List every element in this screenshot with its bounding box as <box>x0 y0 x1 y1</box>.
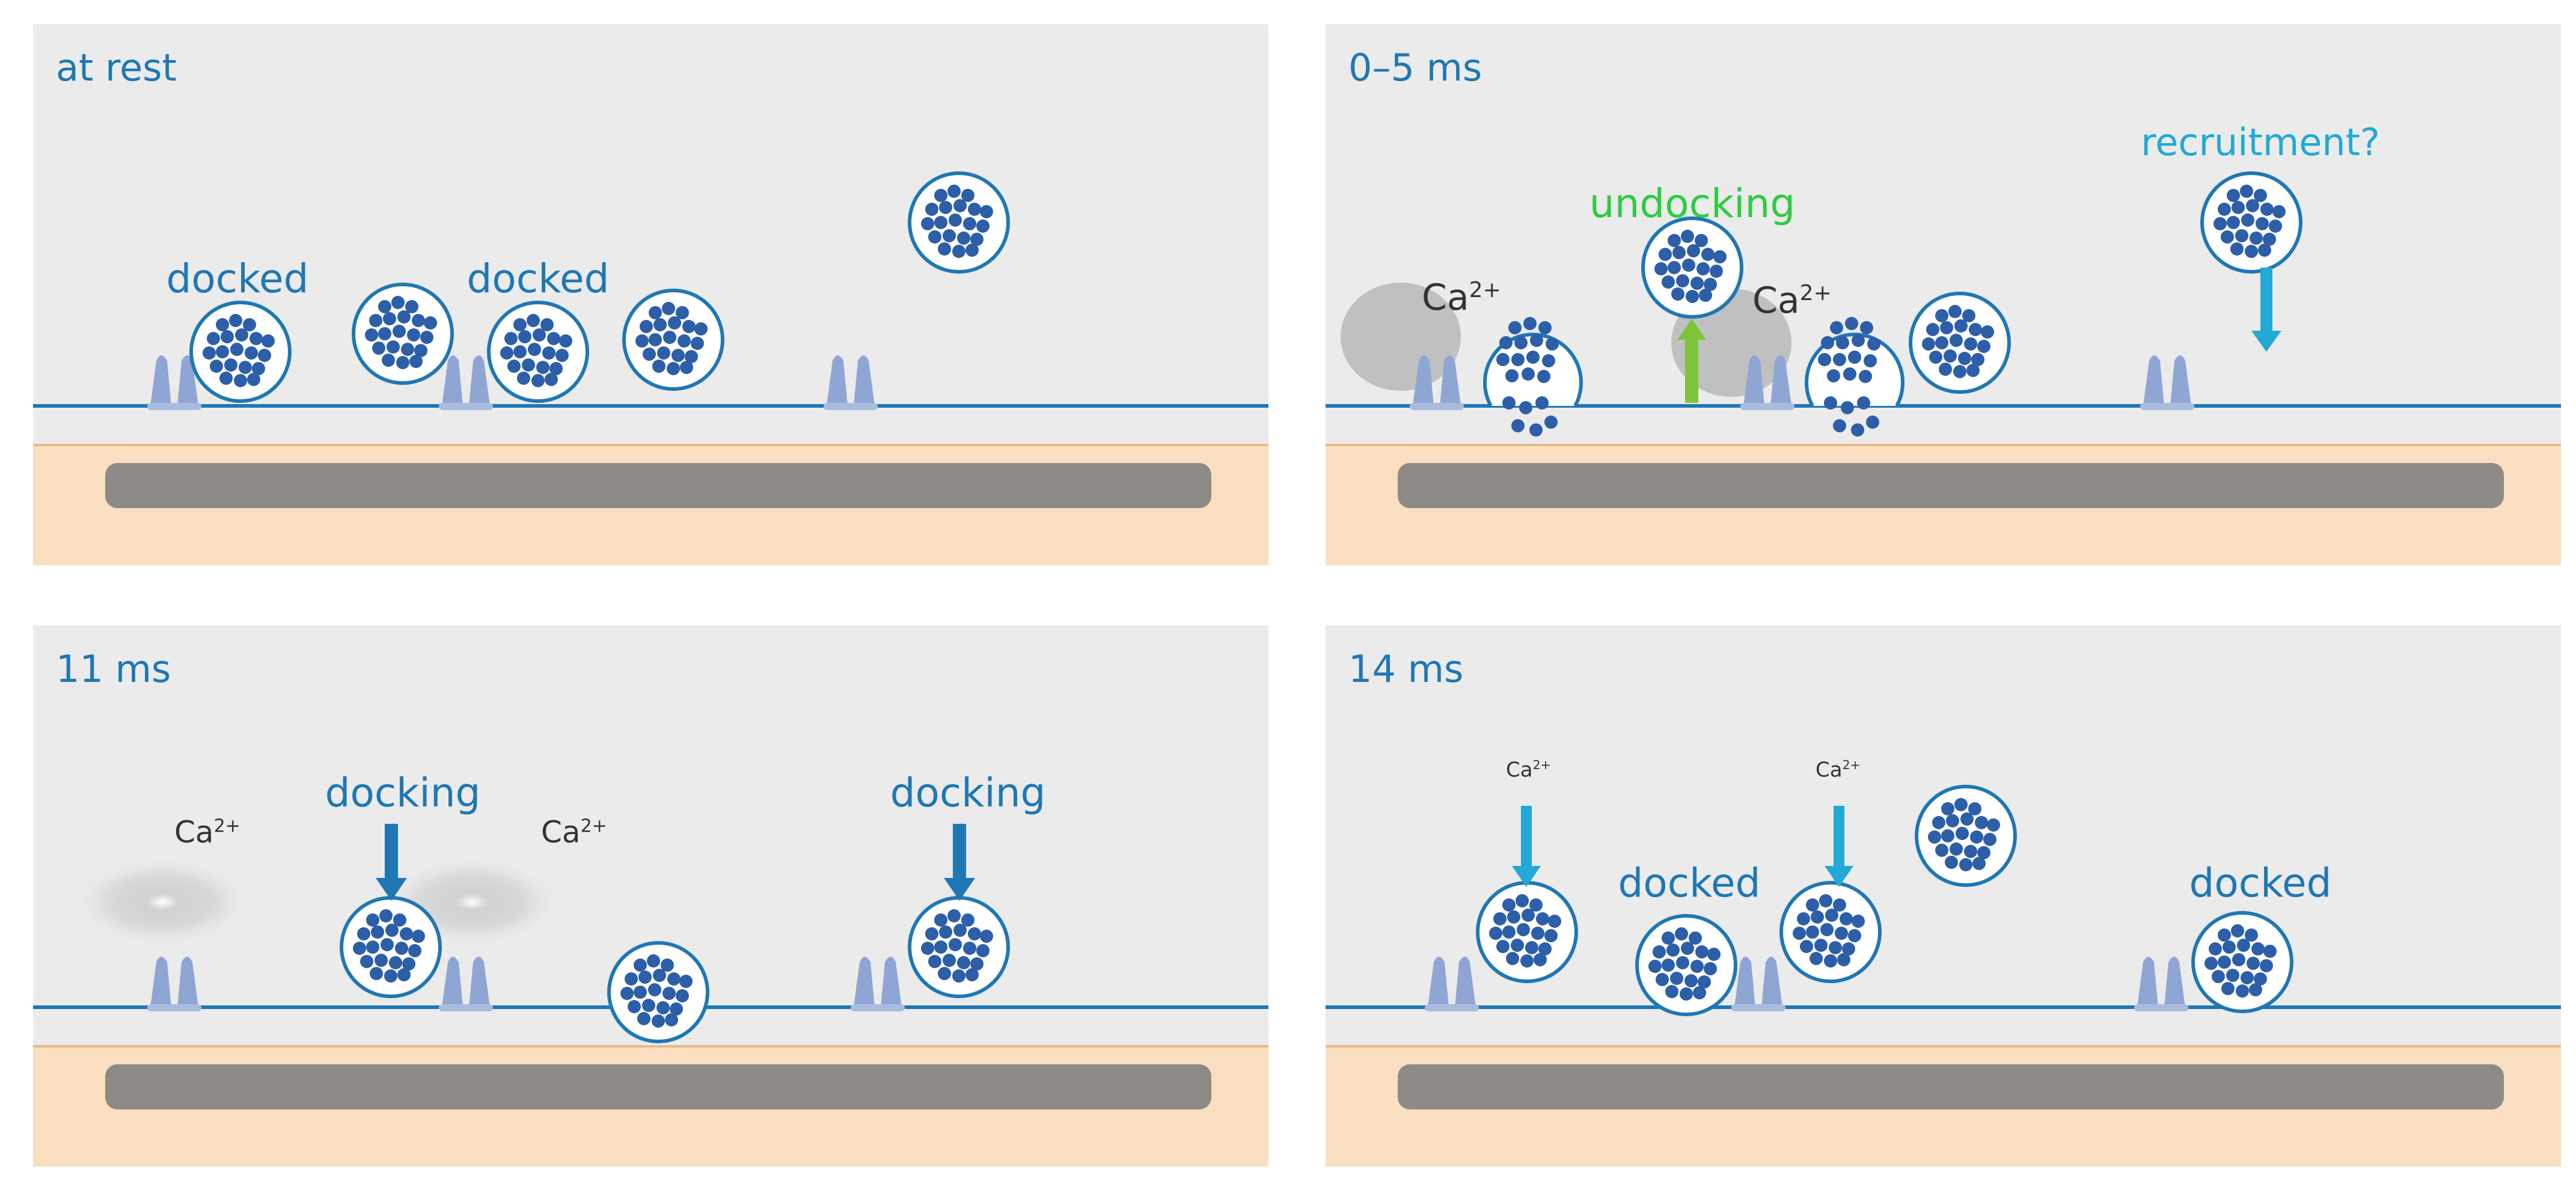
cytomatrix-band <box>105 463 1211 508</box>
panel-14ms: 14 ms docked docked Ca2+ Ca2+ <box>1326 625 2561 1167</box>
panel-title: at rest <box>56 46 177 90</box>
vesicle <box>1476 881 1578 983</box>
panel-title: 14 ms <box>1348 647 1464 691</box>
calcium-channel <box>147 355 201 410</box>
vesicle <box>607 941 709 1043</box>
vesicle <box>1915 785 2017 887</box>
undocking-arrow <box>1677 319 1706 403</box>
calcium-channel <box>1410 355 1464 410</box>
calcium-cloud <box>72 857 252 947</box>
panel-at-rest-scene <box>33 171 1268 565</box>
docked-label: docked <box>1618 860 1761 906</box>
calcium-label: Ca2+ <box>174 815 240 850</box>
calcium-channel <box>1425 957 1479 1011</box>
vesicle <box>908 896 1010 998</box>
docking-arrow <box>944 824 975 901</box>
panel-0-5ms-scene <box>1326 171 2561 565</box>
panel-11ms-scene <box>33 824 1268 1167</box>
calcium-channel <box>439 957 493 1011</box>
fusing-vesicle <box>1805 317 1904 437</box>
recruitment-label: recruitment? <box>2141 120 2380 164</box>
docking-label: docking <box>890 770 1046 816</box>
calcium-label: Ca2+ <box>541 815 607 850</box>
calcium-channel <box>2134 957 2188 1011</box>
calcium-label: Ca2+ <box>1422 277 1501 319</box>
panel-0-5ms: 0–5 ms undocking recruitment? Ca2+ Ca2+ <box>1326 24 2561 565</box>
calcium-label: Ca2+ <box>1752 280 1832 322</box>
calcium-channel <box>851 957 905 1011</box>
vesicle <box>1635 914 1737 1016</box>
calcium-channel <box>439 355 493 410</box>
vesicle <box>189 301 292 403</box>
vesicle <box>340 896 442 998</box>
panel-11ms: 11 ms docking docking Ca2+ Ca2+ <box>33 625 1268 1167</box>
calcium-cloud <box>1341 283 1461 391</box>
vesicle <box>1909 292 2011 394</box>
vesicle <box>622 289 724 391</box>
docked-label: docked <box>467 256 610 302</box>
calcium-channel <box>1740 355 1794 410</box>
vesicle <box>1779 881 1882 983</box>
panel-title: 11 ms <box>56 647 171 691</box>
calcium-channel <box>147 957 201 1011</box>
cytomatrix-band <box>1398 1064 2504 1109</box>
vesicle <box>2200 171 2302 274</box>
calcium-arrow <box>1512 806 1541 887</box>
cytomatrix-band <box>1398 463 2504 508</box>
panel-title: 0–5 ms <box>1348 46 1482 90</box>
calcium-label: Ca2+ <box>1816 758 1861 782</box>
calcium-channel <box>2140 355 2194 410</box>
vesicle <box>352 283 454 385</box>
calcium-label: Ca2+ <box>1506 758 1551 782</box>
undocking-label: undocking <box>1589 180 1796 227</box>
docking-arrow <box>376 824 407 901</box>
vesicle <box>487 301 589 403</box>
recruitment-arrow <box>2251 268 2281 352</box>
panel-14ms-scene <box>1326 785 2561 1167</box>
calcium-channel <box>824 355 878 410</box>
docked-label: docked <box>166 256 309 302</box>
calcium-channel <box>1731 957 1785 1011</box>
docking-label: docking <box>325 770 481 816</box>
fusing-vesicle <box>1483 317 1583 437</box>
calcium-arrow <box>1825 806 1853 887</box>
cytomatrix-band <box>105 1064 1211 1109</box>
vesicle <box>908 171 1010 274</box>
panel-at-rest: at rest docked docked <box>33 24 1268 565</box>
vesicle <box>2191 911 2293 1013</box>
vesicle <box>1641 216 1743 319</box>
docked-label: docked <box>2189 860 2332 906</box>
